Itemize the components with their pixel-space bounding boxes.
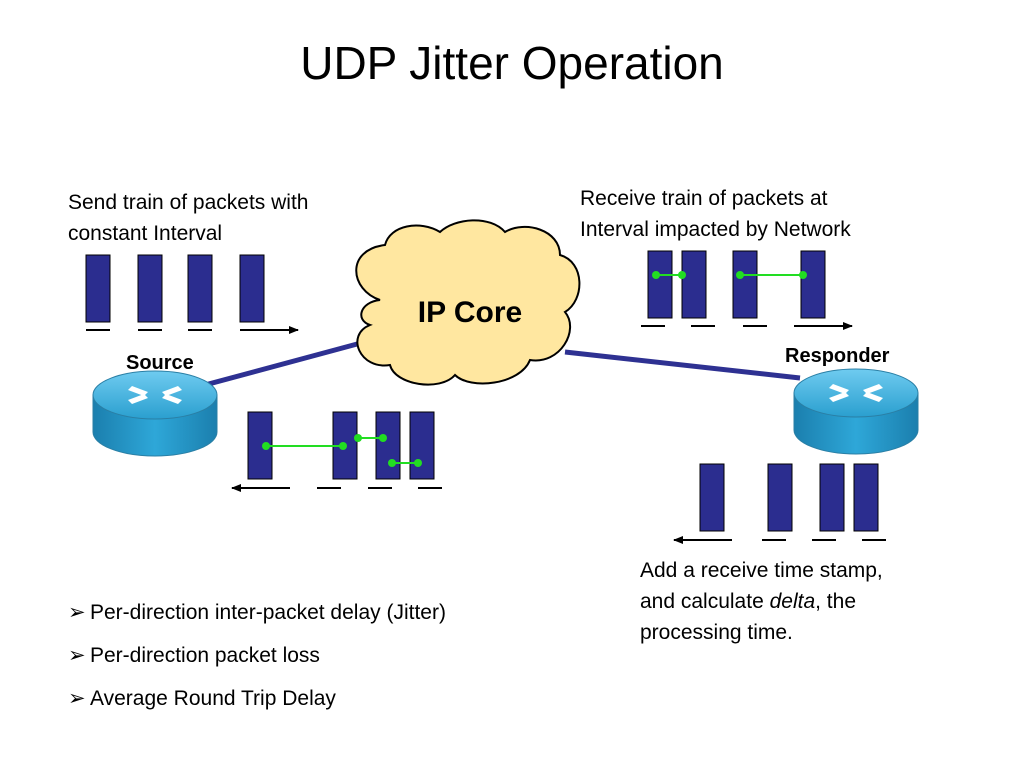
packet <box>239 254 265 323</box>
packet <box>409 411 435 480</box>
bullet-item: ➢Per-direction packet loss <box>68 643 320 668</box>
delta-note-line3: processing time. <box>640 621 793 644</box>
page-title: UDP Jitter Operation <box>300 37 724 89</box>
bullet-text: Per-direction packet loss <box>90 644 320 667</box>
bullet-text: Average Round Trip Delay <box>90 687 336 710</box>
delta-note-emphasis: delta <box>769 590 816 613</box>
delta-note: Add a receive time stamp, and calculate … <box>640 555 883 648</box>
ip-core-label: IP Core <box>417 296 523 329</box>
delta-note-line2-pre: and calculate <box>640 590 770 613</box>
packet <box>375 411 401 480</box>
responder-receive-caption: Receive train of packets at Interval imp… <box>580 183 851 245</box>
delta-note-line2: and calculate delta, the <box>640 586 883 617</box>
source-to-core-link <box>204 337 373 388</box>
responder-label: Responder <box>785 345 890 367</box>
responder-receive-caption-line1: Receive train of packets at <box>580 187 828 210</box>
packet <box>732 250 758 319</box>
packet <box>137 254 163 323</box>
bullet-text: Per-direction inter-packet delay (Jitter… <box>90 601 446 624</box>
packet <box>853 463 879 532</box>
responder-router-icon <box>793 368 919 455</box>
delta-note-line2-post: , the <box>815 590 857 613</box>
bullet-item: ➢Average Round Trip Delay <box>68 686 336 711</box>
cloud-icon <box>355 219 581 386</box>
source-router-icon <box>92 370 218 457</box>
source-receive-train <box>231 411 442 492</box>
bullet-arrow-icon: ➢ <box>68 687 86 710</box>
source-send-train <box>85 254 299 334</box>
packet <box>681 250 707 319</box>
source-send-caption-line1: Send train of packets with <box>68 191 309 214</box>
packet <box>767 463 793 532</box>
packet <box>699 463 725 532</box>
packet <box>819 463 845 532</box>
source-send-caption: Send train of packets with constant Inte… <box>68 187 308 249</box>
bullet-arrow-icon: ➢ <box>68 644 86 667</box>
delta-note-line1: Add a receive time stamp, <box>640 559 883 582</box>
packet <box>187 254 213 323</box>
bullet-arrow-icon: ➢ <box>68 601 86 624</box>
responder-receive-caption-line2: Interval impacted by Network <box>580 218 851 241</box>
packet <box>800 250 826 319</box>
responder-receive-train <box>641 250 853 330</box>
packet <box>85 254 111 323</box>
core-to-responder-link <box>564 349 801 381</box>
responder-send-train <box>673 463 886 544</box>
source-label: Source <box>126 352 194 374</box>
source-send-caption-line2: constant Interval <box>68 222 223 245</box>
packet <box>647 250 673 319</box>
bullet-item: ➢Per-direction inter-packet delay (Jitte… <box>68 600 446 625</box>
